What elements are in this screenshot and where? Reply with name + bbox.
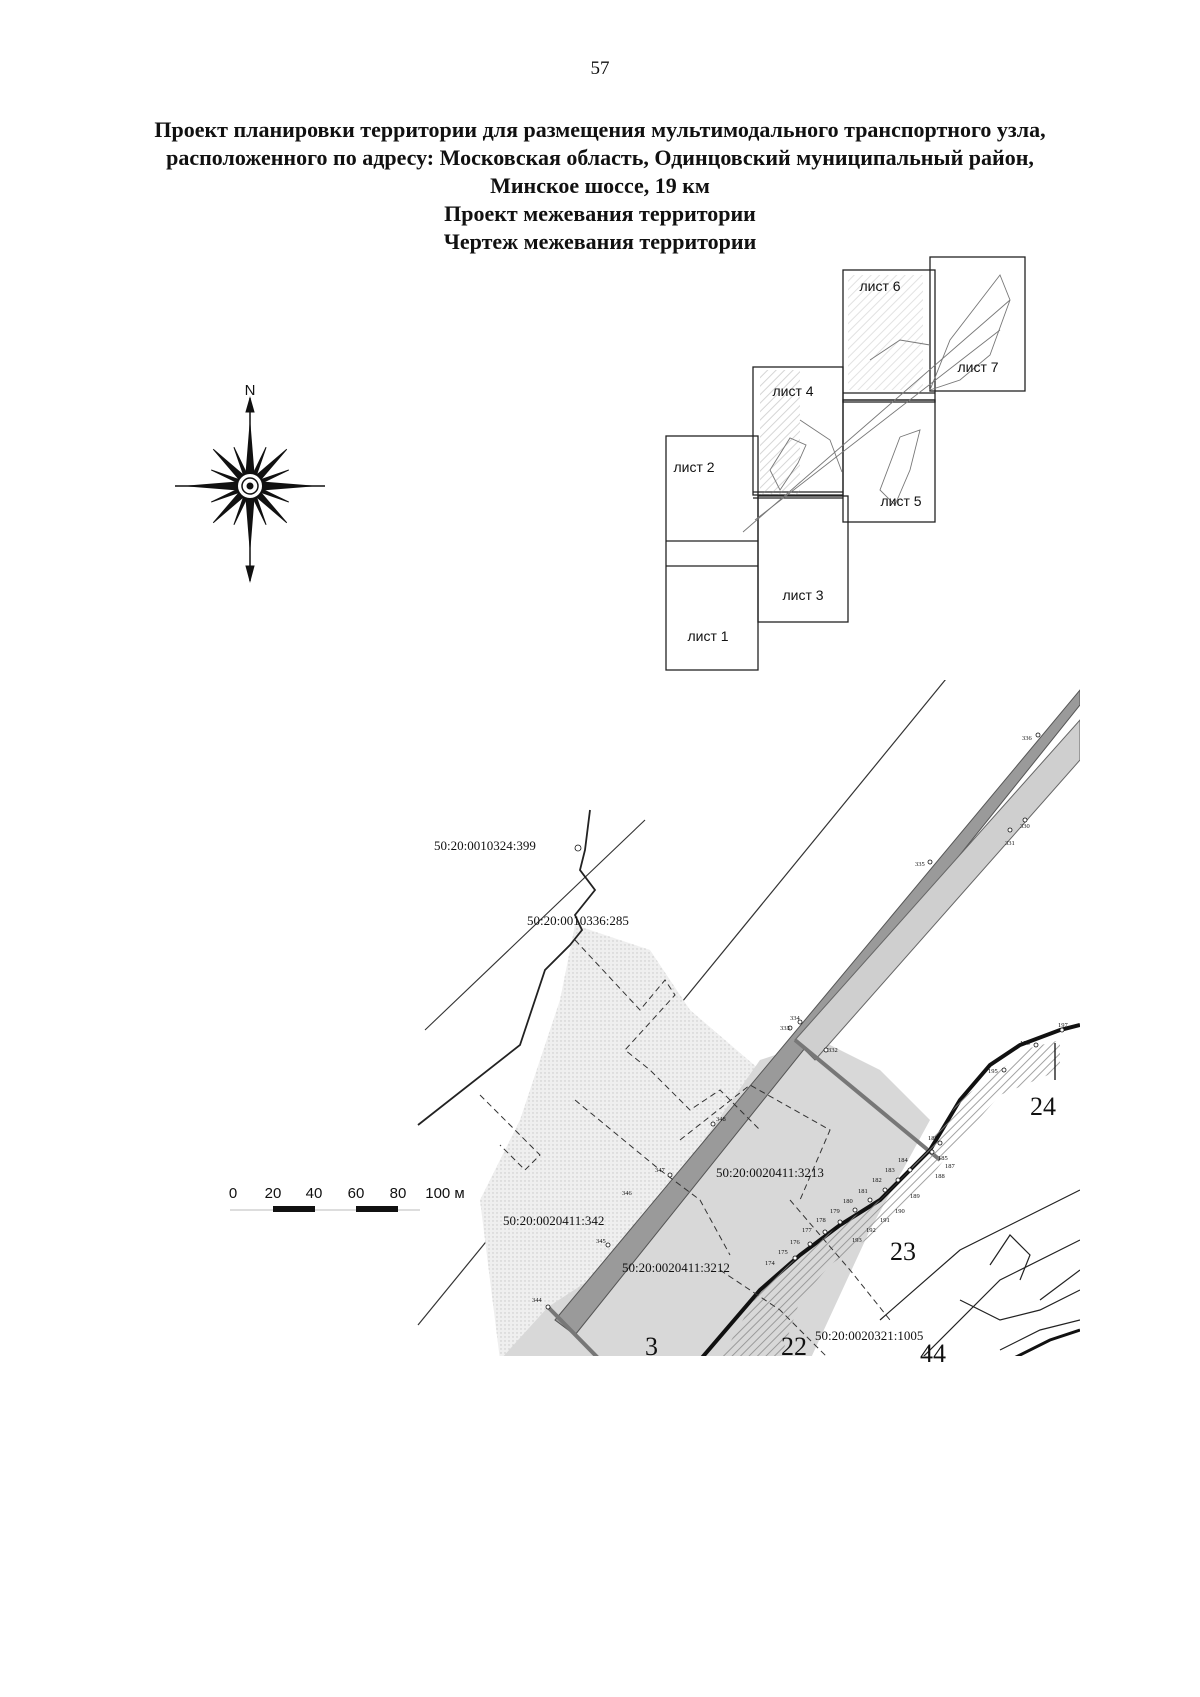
point-number: 183 xyxy=(885,1167,895,1174)
parcel-boundary xyxy=(417,809,597,1126)
road-band xyxy=(794,719,1080,1061)
cadastral-label: 50:20:0010336:285 xyxy=(527,913,629,928)
point-number: 335 xyxy=(915,861,925,868)
point-number: 184 xyxy=(898,1157,909,1164)
title-line-2: расположенного по адресу: Московская обл… xyxy=(166,145,1034,170)
point-number: 332 xyxy=(828,1047,838,1054)
parcel-edge xyxy=(546,1305,599,1356)
point-number: 190 xyxy=(895,1208,905,1215)
scale-tick-40: 40 xyxy=(306,1185,323,1202)
point-number: 189 xyxy=(910,1193,920,1200)
sheet-label-7: лист 7 xyxy=(957,359,998,375)
point-number: 331 xyxy=(1005,840,1015,847)
scale-bar: 0 20 40 60 80 100 м xyxy=(229,1185,465,1212)
point-number: 192 xyxy=(866,1227,876,1234)
road-edge xyxy=(1014,1328,1080,1356)
boundary-line xyxy=(424,819,646,1031)
page-number: 57 xyxy=(590,58,610,79)
dashed-boundaries xyxy=(479,939,891,1356)
point-number: 180 xyxy=(843,1198,853,1205)
document-title: Проект планировки территории для размеще… xyxy=(60,116,1140,256)
point-number: 334 xyxy=(790,1015,801,1022)
zone-number: 3 xyxy=(645,1332,658,1361)
point-number: 193 xyxy=(852,1237,862,1244)
cadastral-label: 50:20:0020321:1005 xyxy=(815,1328,923,1343)
survey-points xyxy=(545,732,1065,1310)
point-number: 181 xyxy=(858,1188,868,1195)
point-number: 185 xyxy=(938,1155,948,1162)
compass-rose-icon: N xyxy=(175,382,325,583)
point-number: 345 xyxy=(596,1238,606,1245)
sheet-label-5: лист 5 xyxy=(880,493,921,509)
title-line-3: Минское шоссе, 19 км xyxy=(490,173,710,198)
point-number: 178 xyxy=(816,1217,826,1224)
sheet-index xyxy=(665,256,1026,671)
point-number: 347 xyxy=(655,1167,666,1174)
parcel-edge xyxy=(793,1038,942,1162)
point-number: 182 xyxy=(872,1177,882,1184)
cadastral-label: 50:20:0010324:399 xyxy=(434,838,536,853)
scale-tick-20: 20 xyxy=(265,1185,282,1202)
point-number: 333 xyxy=(780,1025,790,1032)
title-line-1: Проект планировки территории для размеще… xyxy=(154,117,1046,142)
zone-number: 23 xyxy=(890,1237,916,1266)
survey-map xyxy=(417,680,1080,1356)
sheet-label-4: лист 4 xyxy=(772,383,813,399)
point-number: 177 xyxy=(802,1227,813,1234)
point-number: 187 xyxy=(945,1163,956,1170)
point-number: 346 xyxy=(622,1190,633,1197)
zone-number: 44 xyxy=(920,1339,946,1368)
point-number: 191 xyxy=(880,1217,890,1224)
point-number: 330 xyxy=(1020,823,1030,830)
zone-number: 24 xyxy=(1030,1092,1056,1121)
scale-tick-80: 80 xyxy=(390,1185,407,1202)
scale-tick-0: 0 xyxy=(229,1185,237,1202)
point-number: 176 xyxy=(790,1239,801,1246)
point-number: 186 xyxy=(928,1135,939,1142)
sheet-label-6: лист 6 xyxy=(859,278,900,294)
point-number: 344 xyxy=(532,1297,543,1304)
cadastral-label: 50:20:0020411:3213 xyxy=(716,1165,824,1180)
point-number: 179 xyxy=(830,1208,840,1215)
cadastral-label: 50:20:0020411:3212 xyxy=(622,1260,730,1275)
zone-number: 22 xyxy=(781,1332,807,1361)
point-number: 348 xyxy=(716,1116,726,1123)
point-number: 195 xyxy=(988,1068,998,1075)
sheet-label-1: лист 1 xyxy=(687,628,728,644)
point-number: 175 xyxy=(778,1249,788,1256)
scale-tick-60: 60 xyxy=(348,1185,365,1202)
hatched-zone xyxy=(722,1040,1060,1356)
point-number: 197 xyxy=(1058,1022,1069,1029)
title-line-5: Чертеж межевания территории xyxy=(443,229,757,254)
point-number: 174 xyxy=(765,1260,776,1267)
point-number: 336 xyxy=(1022,735,1033,742)
scale-tick-100: 100 м xyxy=(425,1185,465,1202)
cadastral-label: 50:20:0020411:342 xyxy=(503,1213,604,1228)
point-number: 196 xyxy=(1020,1040,1031,1047)
title-line-4: Проект межевания территории xyxy=(444,201,756,226)
sheet-label-3: лист 3 xyxy=(782,587,823,603)
sheet-label-2: лист 2 xyxy=(673,459,714,475)
buildings xyxy=(879,1189,1080,1356)
point-number: 188 xyxy=(935,1173,945,1180)
north-label: N xyxy=(245,382,256,399)
